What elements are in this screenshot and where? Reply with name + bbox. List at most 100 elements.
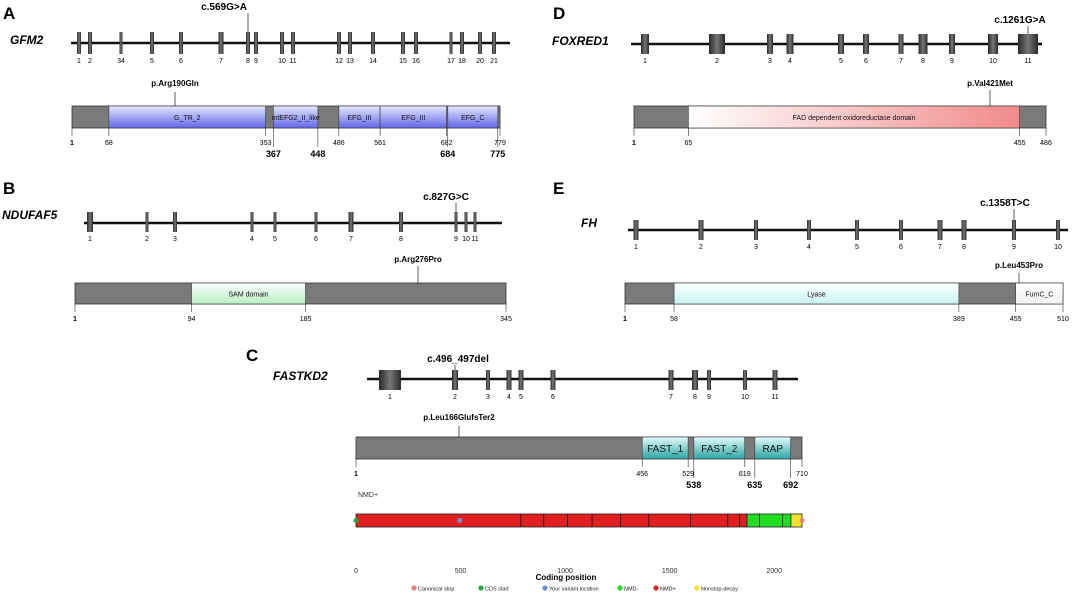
- position-label: 710: [796, 471, 808, 478]
- position-label: 529: [682, 471, 694, 478]
- exon: [250, 212, 254, 232]
- axis-title: Coding position: [536, 573, 597, 582]
- protein-domain: [1015, 282, 1064, 305]
- exon-label: 7: [349, 236, 353, 243]
- legend-label: NMD-: [624, 587, 639, 593]
- exon-label: 8: [399, 236, 403, 243]
- position-label: 619: [739, 471, 751, 478]
- canonical-stop-marker: [799, 518, 805, 523]
- nmd-plus-region: [355, 513, 748, 528]
- protein-domain: [688, 105, 1021, 129]
- legend-label: CDS start: [485, 587, 509, 593]
- exon: [379, 370, 401, 390]
- legend-label: NMD+: [660, 587, 676, 593]
- exon: [550, 370, 556, 390]
- gene-name: FASTKD2: [273, 369, 328, 383]
- domain-label: G_TR_2: [174, 115, 201, 122]
- exon: [371, 32, 375, 54]
- exon: [807, 220, 811, 240]
- exon: [961, 220, 967, 240]
- exon: [863, 34, 869, 54]
- exon: [767, 34, 773, 54]
- axis-tick-label: 1000: [557, 568, 573, 575]
- exon-label: 6: [899, 244, 903, 251]
- exon-label: 7: [938, 244, 942, 251]
- exon: [280, 32, 284, 54]
- protein-domain: [673, 282, 960, 305]
- exon-label: 11: [471, 236, 478, 243]
- exon: [918, 34, 928, 54]
- exon-label: 20: [476, 58, 484, 65]
- exon: [449, 32, 453, 54]
- exon: [743, 370, 747, 390]
- exon-label: 6: [314, 236, 318, 243]
- exon-label: 34: [117, 58, 125, 65]
- exon: [452, 370, 458, 390]
- exon-label: 5: [519, 394, 523, 401]
- protein-change-label: p.Leu453Pro: [995, 261, 1043, 270]
- variant-label: c.496_497del: [427, 354, 489, 365]
- legend-label: Canonical stop: [418, 587, 454, 593]
- exon-label: 1: [77, 58, 81, 65]
- exon-label: 9: [454, 236, 458, 243]
- exon-label: 5: [150, 58, 154, 65]
- exon: [401, 32, 405, 54]
- exon-label: 11: [289, 58, 296, 65]
- exon: [414, 32, 418, 54]
- exon: [77, 32, 81, 54]
- position-label: 389: [953, 316, 965, 323]
- protein-domain: [693, 436, 746, 460]
- position-label: 353: [260, 140, 272, 147]
- exon: [88, 32, 92, 54]
- exon: [246, 32, 250, 54]
- protein-bar: [355, 436, 803, 460]
- gene-name: GFM2: [10, 33, 44, 47]
- variant-label: c.827G>C: [423, 192, 469, 203]
- protein-domain: [272, 105, 319, 129]
- exon: [772, 370, 778, 390]
- exon: [492, 32, 496, 54]
- variant-label: c.1358T>C: [980, 198, 1030, 209]
- exon-label: 5: [839, 58, 843, 65]
- exon: [337, 32, 341, 54]
- exon: [179, 32, 183, 54]
- exon-label: 6: [179, 58, 183, 65]
- exon-label: 18: [458, 58, 466, 65]
- exon-label: 4: [250, 236, 254, 243]
- protein-domain: [191, 282, 306, 305]
- position-label: 65: [684, 140, 692, 147]
- exon-label: 3: [768, 58, 772, 65]
- exon: [786, 34, 794, 54]
- domain-label: EFG_III: [347, 115, 371, 122]
- exon: [949, 34, 955, 54]
- position-label-bold: 367: [266, 149, 281, 159]
- exon: [399, 212, 403, 232]
- exon-label: 8: [246, 58, 250, 65]
- exon: [1012, 220, 1016, 240]
- gene-name: FOXRED1: [552, 34, 609, 48]
- position-label: 1: [70, 140, 74, 147]
- exon: [633, 220, 639, 240]
- position-label: 561: [374, 140, 386, 147]
- exon-label: 3: [173, 236, 177, 243]
- legend-swatch: [411, 585, 417, 591]
- legend-label: Nonstop-decay: [701, 587, 738, 593]
- exon: [988, 34, 998, 54]
- exon: [668, 370, 674, 390]
- legend-swatch: [478, 585, 484, 591]
- exon-label: 5: [273, 236, 277, 243]
- exon: [1056, 220, 1060, 240]
- exon-label: 8: [693, 394, 697, 401]
- exon-label: 1: [634, 244, 638, 251]
- exon-label: 10: [1054, 244, 1062, 251]
- exon-label: 21: [490, 58, 498, 65]
- exon: [291, 32, 295, 54]
- exon: [454, 212, 458, 232]
- legend-swatch: [694, 585, 700, 591]
- panel-label: B: [3, 179, 15, 198]
- exon-label: 5: [855, 244, 859, 251]
- position-label: 94: [188, 316, 196, 323]
